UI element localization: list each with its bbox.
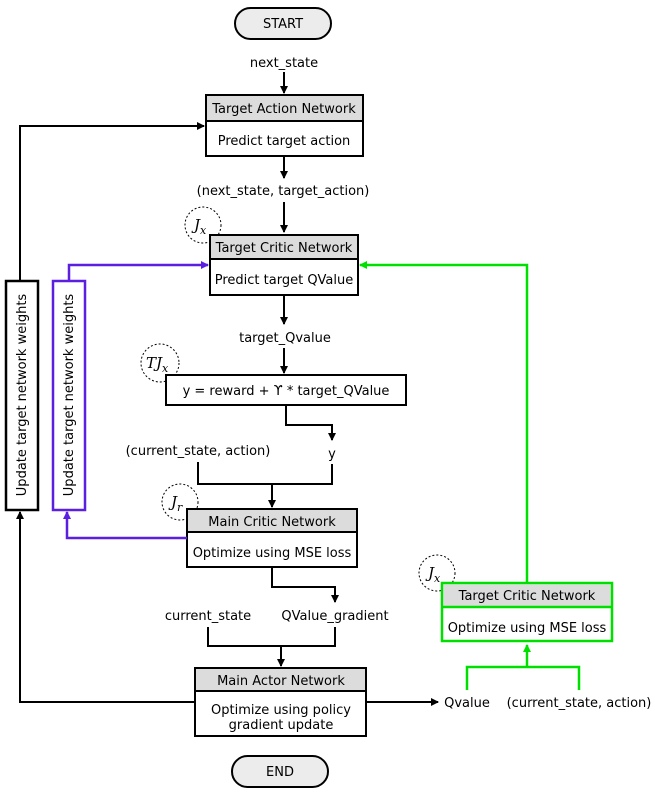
next-state-label: next_state bbox=[250, 56, 318, 71]
target-critic-right-title: Target Critic Network bbox=[458, 589, 596, 604]
target-critic-right-body: Optimize using MSE loss bbox=[448, 621, 607, 636]
purple-arrow-update-to-target-critic bbox=[67, 261, 209, 281]
main-critic-body: Optimize using MSE loss bbox=[193, 546, 352, 561]
update-weights-black-box: Update target network weights bbox=[4, 279, 40, 512]
main-actor-body-line2: gradient update bbox=[229, 718, 334, 733]
target-action-title: Target Action Network bbox=[211, 102, 356, 117]
line-current-state-merge bbox=[207, 627, 281, 647]
current-state-action-right-label: (current_state, action) bbox=[507, 696, 652, 711]
purple-arrow-critic-to-update bbox=[63, 511, 187, 540]
arrow-main-critic-out bbox=[271, 567, 339, 603]
next-state-target-action-label: (next_state, target_action) bbox=[197, 184, 370, 199]
update-weights-black-label: Update target network weights bbox=[15, 294, 30, 497]
line-y-merge bbox=[272, 464, 333, 485]
svg-text:Jx: Jx bbox=[191, 216, 207, 237]
target-critic-title: Target Critic Network bbox=[215, 241, 353, 256]
green-line-current-state-action-merge bbox=[527, 665, 581, 690]
svg-text:Jx: Jx bbox=[425, 564, 441, 585]
green-line-qvalue-merge bbox=[465, 665, 527, 690]
qvalue-label: Qvalue bbox=[444, 696, 490, 711]
end-terminal: END bbox=[231, 755, 329, 788]
qvalue-gradient-label: QValue_gradient bbox=[281, 609, 388, 624]
target-critic-network-right-box: Target Critic Network Optimize using MSE… bbox=[440, 581, 614, 643]
target-critic-body: Predict target QValue bbox=[215, 273, 354, 288]
main-actor-network-box: Main Actor Network Optimize using policy… bbox=[194, 667, 367, 737]
green-arrow-feedback-target-critic bbox=[359, 261, 529, 583]
target-action-body: Predict target action bbox=[218, 134, 351, 149]
update-weights-purple-label: Update target network weights bbox=[62, 294, 77, 497]
tjx-annotation: TJx bbox=[140, 343, 180, 383]
start-terminal: START bbox=[234, 7, 332, 40]
current-state-action-label: (current_state, action) bbox=[126, 444, 271, 459]
y-formula-box: y = reward + ϒ * target_QValue bbox=[165, 374, 407, 406]
target-action-network-box: Target Action Network Predict target act… bbox=[205, 94, 364, 157]
current-state-label: current_state bbox=[165, 609, 251, 624]
svg-text:TJx: TJx bbox=[146, 354, 169, 375]
line-current-state-action-merge bbox=[197, 462, 272, 485]
y-formula-text: y = reward + ϒ * target_QValue bbox=[183, 384, 390, 399]
main-actor-body-line1: Optimize using policy bbox=[211, 703, 351, 718]
target-critic-network-box: Target Critic Network Predict target QVa… bbox=[209, 234, 359, 296]
target-qvalue-label: target_Qvalue bbox=[239, 331, 331, 346]
start-label: START bbox=[263, 17, 303, 32]
update-weights-purple-box: Update target network weights bbox=[51, 279, 87, 512]
line-qvalue-gradient-merge bbox=[281, 627, 336, 647]
arrow-actor-to-update-black bbox=[16, 511, 195, 703]
arrow-formula-to-y bbox=[285, 405, 336, 441]
svg-text:Jr: Jr bbox=[168, 493, 183, 514]
arrow-update-black-to-target-action bbox=[19, 122, 205, 281]
main-critic-network-box: Main Critic Network Optimize using MSE l… bbox=[186, 508, 358, 568]
end-label: END bbox=[266, 765, 294, 780]
main-actor-title: Main Actor Network bbox=[217, 674, 345, 689]
y-label: y bbox=[328, 447, 336, 462]
main-critic-title: Main Critic Network bbox=[208, 515, 336, 530]
